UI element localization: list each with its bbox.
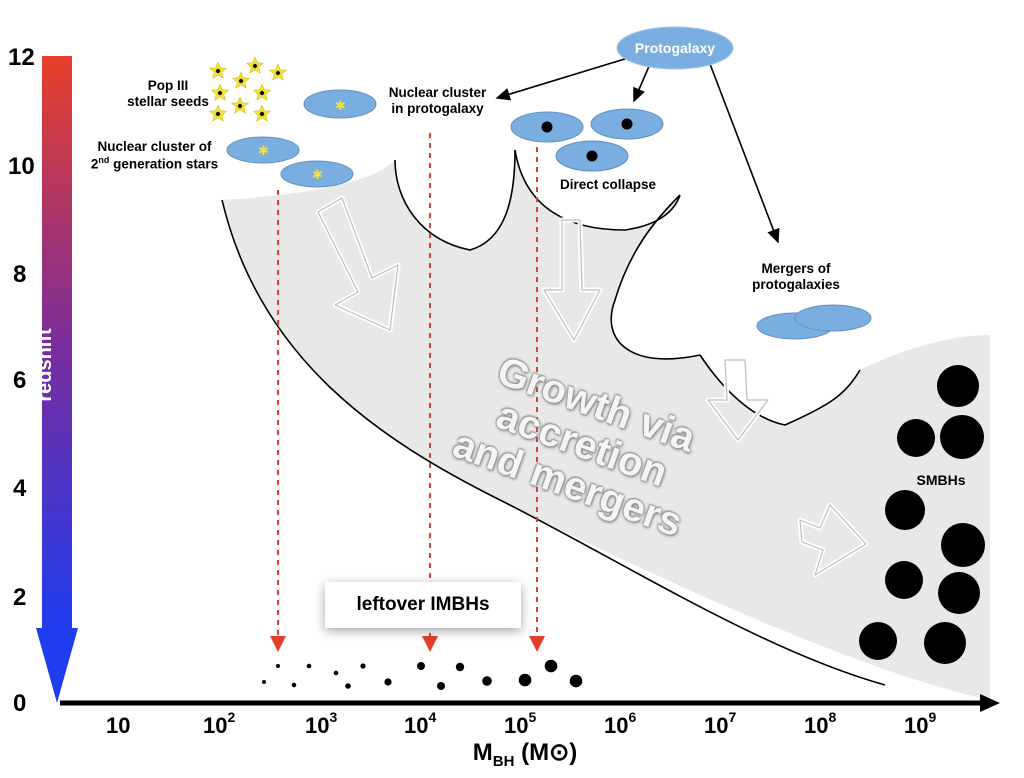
pop3-star-core (252, 63, 258, 69)
pop3-star-core (215, 68, 221, 74)
nuclear-proto-label: Nuclear cluster in protogalaxy (388, 85, 487, 116)
y-tick-10: 10 (8, 153, 35, 180)
x-tick-1: 10 (106, 713, 131, 738)
x-tick-5: 105 (504, 709, 537, 738)
y-tick-8: 8 (13, 261, 27, 288)
arrow-to-nuclear-proto (495, 57, 629, 101)
y-tick-12: 12 (8, 44, 35, 71)
dashed-arrows (270, 133, 545, 652)
pop3-star-core (237, 103, 243, 109)
y-tick-6: 6 (13, 367, 27, 394)
pop3-stars (208, 56, 288, 122)
pop3-star-core (215, 111, 221, 117)
protogalaxy-disk (616, 26, 734, 70)
x-tick-3: 103 (305, 709, 338, 738)
pop3-star-core (259, 90, 265, 96)
pop3-star-core (217, 90, 223, 96)
direct-collapse-disks (510, 108, 664, 172)
y-axis-label: redshift (34, 328, 56, 402)
svg-text:✱: ✱ (312, 167, 323, 182)
x-tick-9: 109 (904, 709, 937, 738)
nuclear-2nd-label: Nuclear cluster of 2nd generation stars (90, 139, 219, 172)
x-axis-label: MBH (M⊙) (472, 739, 578, 770)
nuclear-cluster-proto-disk: ✱ (303, 89, 377, 119)
y-tick-0: 0 (13, 690, 27, 717)
x-tick-7: 107 (704, 709, 737, 738)
nuclear-cluster-2nd-disks: ✱ ✱ (226, 136, 354, 188)
mergers-label: Mergers of protogalaxies (752, 261, 840, 292)
x-tick-8: 108 (804, 709, 837, 738)
smbh-label: SMBHs (916, 472, 966, 488)
protogalaxy-arrows (495, 57, 780, 244)
direct-collapse-label: Direct collapse (559, 177, 657, 192)
x-axis (60, 694, 1000, 712)
pop3-star-core (238, 78, 244, 84)
leftover-imbh-label: leftover IMBHs (325, 582, 521, 628)
pop3-label: Pop III stellar seeds (127, 78, 209, 109)
growth-band (222, 150, 990, 700)
y-tick-2: 2 (13, 584, 27, 611)
arrow-to-direct-collapse (633, 63, 651, 103)
leftover-imbh-dots (262, 659, 583, 690)
smbh-circles (859, 365, 985, 664)
merging-protogalaxies (756, 304, 872, 340)
svg-text:✱: ✱ (258, 143, 269, 158)
x-tick-4: 104 (404, 709, 437, 738)
band-lower-edge (221, 199, 886, 686)
band-upper-edge (394, 149, 861, 426)
protogalaxy-label: Protogalaxy (634, 40, 716, 56)
redshift-arrow (36, 56, 78, 703)
pop3-star-core (275, 70, 281, 76)
pop3-star-core (259, 111, 265, 117)
x-tick-2: 102 (203, 709, 236, 738)
y-tick-4: 4 (13, 475, 27, 502)
arrow-to-mergers (709, 63, 780, 244)
svg-text:✱: ✱ (335, 98, 346, 113)
x-tick-6: 106 (604, 709, 637, 738)
